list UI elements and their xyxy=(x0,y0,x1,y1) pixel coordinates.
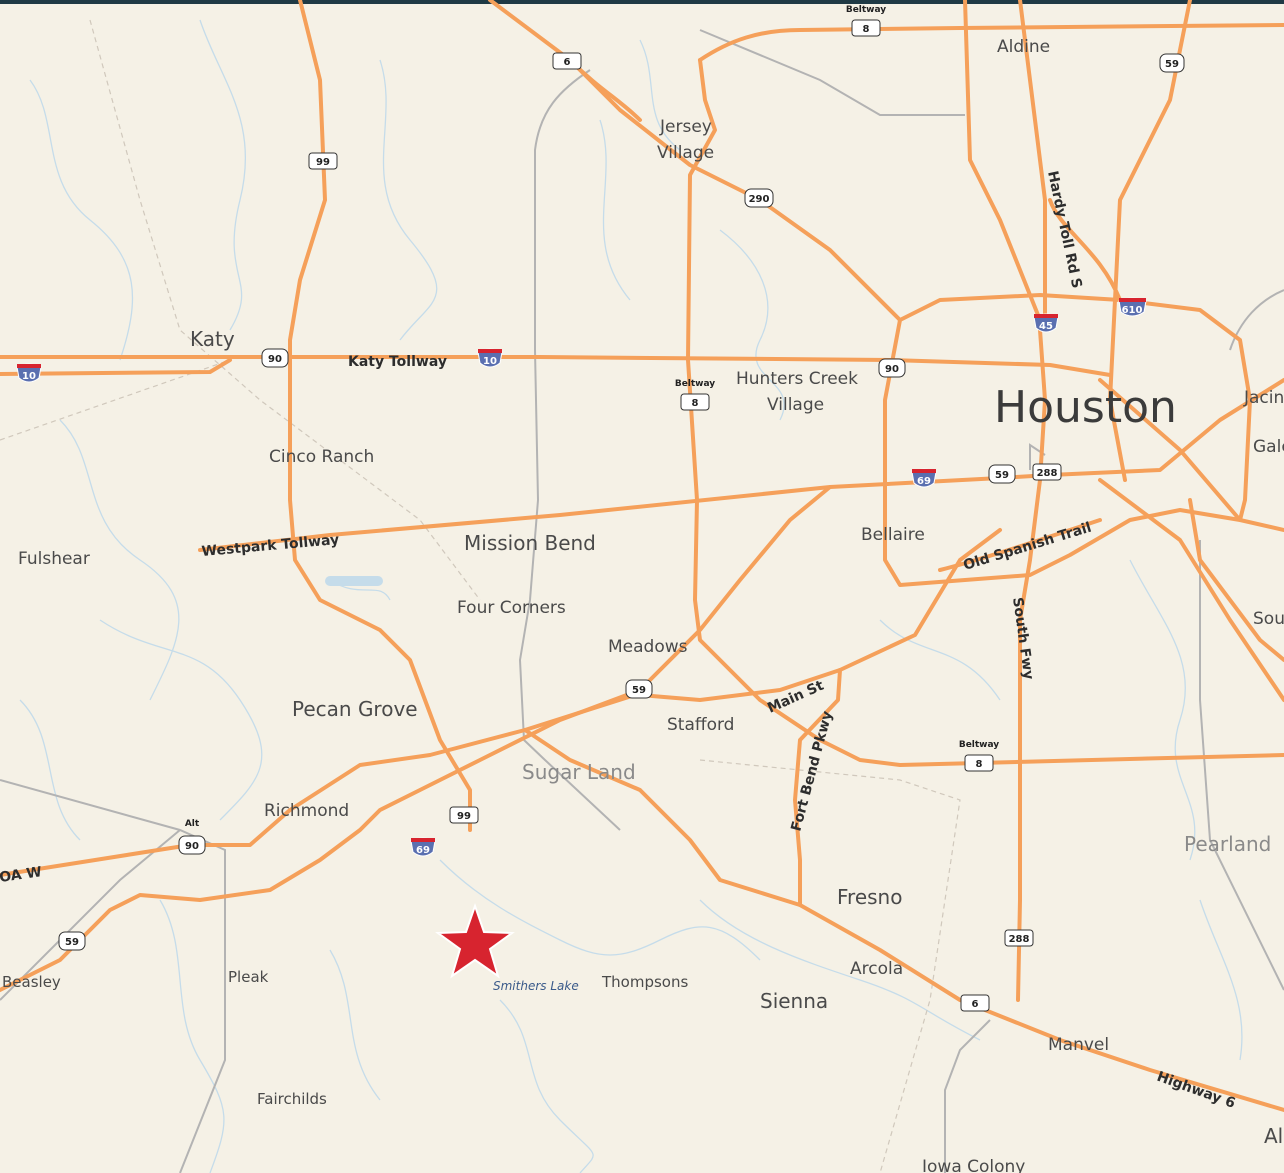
place-al: Al xyxy=(1264,1124,1283,1148)
svg-text:6: 6 xyxy=(972,999,979,1010)
shield-beltway-8-south: 8 xyxy=(964,754,994,772)
place-sugar-land: Sugar Land xyxy=(522,760,636,784)
shield-i10-west: 10 xyxy=(16,363,42,383)
katy-tollway-label: Katy Tollway xyxy=(348,354,447,370)
route-shields: 6 8 Beltway 59 99 290 90 90 8 Beltway 59… xyxy=(16,5,1185,1012)
shield-90-katy: 90 xyxy=(261,348,289,368)
alt-label: Alt xyxy=(185,819,200,829)
place-cinco-ranch: Cinco Ranch xyxy=(269,447,374,467)
minor-roads xyxy=(0,29,1284,1173)
svg-text:90: 90 xyxy=(268,354,282,365)
shield-59-north: 59 xyxy=(1159,53,1185,73)
shield-59-houston: 59 xyxy=(988,464,1016,484)
place-pecan-grove: Pecan Grove xyxy=(292,697,418,721)
place-beasley: Beasley xyxy=(2,973,61,991)
place-jersey: Jersey xyxy=(659,117,712,137)
svg-text:99: 99 xyxy=(316,157,330,168)
place-labels: Katy Aldine Jersey Village Hunters Creek… xyxy=(2,37,1284,1173)
svg-text:69: 69 xyxy=(917,476,931,487)
svg-text:99: 99 xyxy=(457,811,471,822)
window-top-bar xyxy=(0,0,1284,4)
shield-288-south: 288 xyxy=(1004,929,1034,947)
reservoir xyxy=(325,576,383,586)
place-arcola: Arcola xyxy=(850,959,903,979)
beltway-label-west: Beltway xyxy=(675,379,715,389)
smithers-lake-label: Smithers Lake xyxy=(493,979,579,993)
place-hunters-creek-village: Village xyxy=(767,395,824,415)
svg-text:10: 10 xyxy=(22,371,36,382)
place-thompsons: Thompsons xyxy=(601,973,688,991)
svg-text:10: 10 xyxy=(483,356,497,367)
svg-text:59: 59 xyxy=(995,470,1009,481)
place-mission-bend: Mission Bend xyxy=(464,531,596,555)
place-fresno: Fresno xyxy=(837,885,902,909)
water-features xyxy=(19,19,1243,1173)
shield-90-alt: 90 xyxy=(178,835,206,855)
svg-text:8: 8 xyxy=(976,759,983,770)
place-richmond: Richmond xyxy=(264,801,349,821)
svg-text:69: 69 xyxy=(416,845,430,856)
svg-text:59: 59 xyxy=(65,937,79,948)
shield-i10-katy: 10 xyxy=(477,348,503,368)
highways xyxy=(0,0,1284,1112)
oa-w-label: OA W xyxy=(0,864,43,886)
svg-text:8: 8 xyxy=(863,24,870,35)
shield-99-north: 99 xyxy=(308,152,338,170)
shield-beltway-8-west: 8 xyxy=(680,393,710,411)
westpark-tollway-label: Westpark Tollway xyxy=(201,532,340,560)
place-iowa-colony: Iowa Colony xyxy=(922,1157,1025,1173)
beltway-label-south: Beltway xyxy=(959,740,999,750)
place-jacin: Jacin xyxy=(1243,388,1284,408)
svg-text:45: 45 xyxy=(1039,321,1053,332)
place-katy: Katy xyxy=(190,327,235,351)
svg-text:59: 59 xyxy=(632,685,646,696)
svg-text:8: 8 xyxy=(692,398,699,409)
place-bellaire: Bellaire xyxy=(861,525,925,545)
shield-i45: 45 xyxy=(1033,313,1059,333)
shield-288-north: 288 xyxy=(1032,463,1062,481)
shield-i69-richmond: 69 xyxy=(410,837,436,857)
svg-text:6: 6 xyxy=(564,57,571,68)
place-sienna: Sienna xyxy=(760,989,828,1013)
place-sou: Sou xyxy=(1253,609,1284,629)
place-houston: Houston xyxy=(994,382,1177,433)
svg-text:59: 59 xyxy=(1165,59,1179,70)
place-hunters-creek: Hunters Creek xyxy=(736,369,858,389)
svg-text:90: 90 xyxy=(185,841,199,852)
place-pearland: Pearland xyxy=(1184,832,1271,856)
beltway-label-north: Beltway xyxy=(846,5,886,15)
shield-i69-houston: 69 xyxy=(911,468,937,488)
place-stafford: Stafford xyxy=(667,715,734,735)
shield-290: 290 xyxy=(744,188,774,208)
shield-59-southwest: 59 xyxy=(58,931,86,951)
svg-text:610: 610 xyxy=(1122,305,1143,316)
shield-beltway-8-north: 8 xyxy=(851,19,881,37)
svg-text:290: 290 xyxy=(749,194,770,205)
star-marker-icon[interactable] xyxy=(435,902,515,979)
place-fairchilds: Fairchilds xyxy=(257,1090,327,1108)
place-jersey-village: Village xyxy=(657,143,714,163)
south-fwy-label: South Fwy xyxy=(1009,596,1036,680)
place-manvel: Manvel xyxy=(1048,1035,1109,1055)
place-meadows: Meadows xyxy=(608,637,688,657)
place-pleak: Pleak xyxy=(228,968,269,986)
place-four-corners: Four Corners xyxy=(457,598,566,618)
shield-99-south: 99 xyxy=(449,806,479,824)
place-fulshear: Fulshear xyxy=(18,549,90,569)
shield-90-east: 90 xyxy=(878,358,906,378)
shield-6-north: 6 xyxy=(552,52,582,70)
hardy-toll-rd-label: Hardy Toll Rd S xyxy=(1044,170,1085,290)
svg-text:288: 288 xyxy=(1037,468,1058,479)
shield-6-south: 6 xyxy=(960,994,990,1012)
svg-text:288: 288 xyxy=(1009,934,1030,945)
place-aldine: Aldine xyxy=(997,37,1050,57)
svg-text:90: 90 xyxy=(885,364,899,375)
shield-i610: 610 xyxy=(1118,297,1147,317)
place-gale: Gale xyxy=(1253,437,1284,457)
shield-59-stafford: 59 xyxy=(625,679,653,699)
